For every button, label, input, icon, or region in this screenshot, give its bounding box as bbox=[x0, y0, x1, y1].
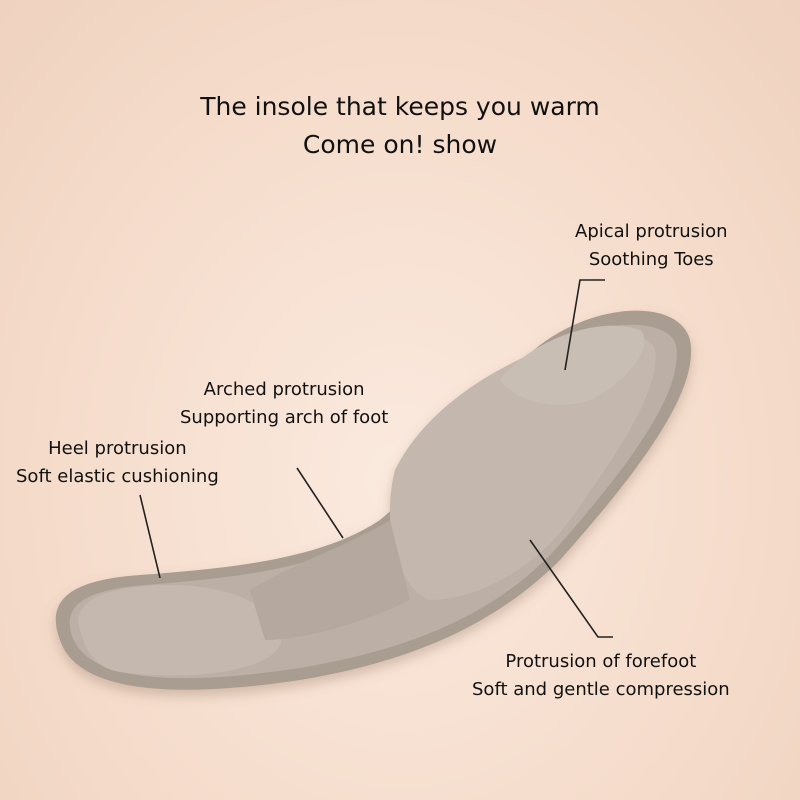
callout-desc: Soft elastic cushioning bbox=[16, 466, 219, 487]
headline: The insole that keeps you warm Come on! … bbox=[0, 88, 800, 164]
callout-line-forefoot bbox=[529, 539, 613, 638]
callout-line-heel bbox=[139, 494, 161, 579]
callout-desc: Soothing Toes bbox=[588, 249, 714, 270]
headline-line-2: Come on! show bbox=[302, 130, 498, 159]
callout-desc: Soft and gentle compression bbox=[472, 679, 730, 700]
callout-forefoot: Protrusion of forefoot Soft and gentle c… bbox=[472, 648, 730, 704]
headline-line-1: The insole that keeps you warm bbox=[200, 92, 600, 121]
callout-apical: Apical protrusion Soothing Toes bbox=[575, 218, 728, 274]
callout-title: Apical protrusion bbox=[575, 221, 728, 242]
callout-heel: Heel protrusion Soft elastic cushioning bbox=[16, 435, 219, 491]
callout-title: Protrusion of forefoot bbox=[505, 651, 697, 672]
callout-arch: Arched protrusion Supporting arch of foo… bbox=[180, 376, 388, 432]
callout-lines bbox=[139, 279, 613, 638]
callout-title: Heel protrusion bbox=[48, 438, 187, 459]
callout-title: Arched protrusion bbox=[203, 379, 365, 400]
callout-line-arch bbox=[296, 467, 344, 539]
callout-desc: Supporting arch of foot bbox=[180, 407, 389, 428]
callout-line-apical bbox=[564, 279, 605, 371]
insole bbox=[55, 310, 692, 690]
